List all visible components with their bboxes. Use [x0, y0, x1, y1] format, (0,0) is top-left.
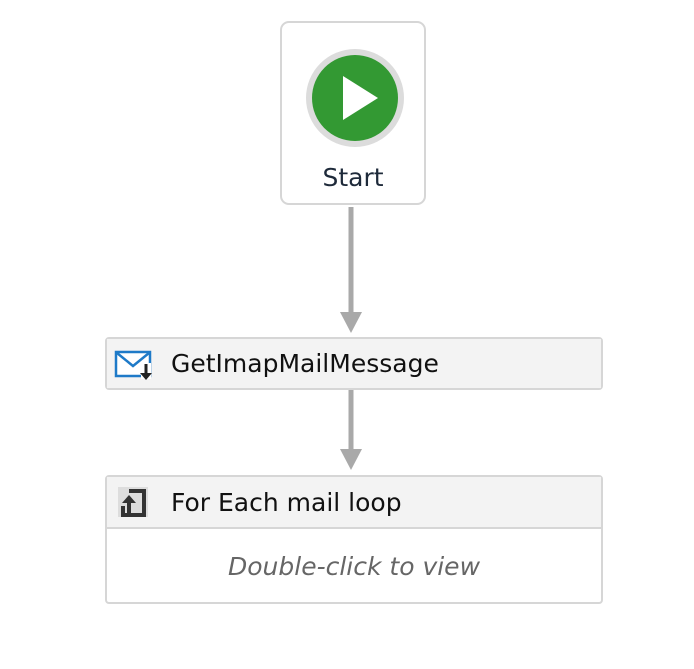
connector-getimap-to-foreach: [340, 389, 362, 470]
play-icon: [306, 49, 404, 147]
activity-foreach-mail-loop[interactable]: For Each mail loop Double-click to view: [105, 475, 603, 604]
start-label: Start: [322, 163, 384, 192]
activity-title: For Each mail loop: [171, 487, 402, 517]
start-node[interactable]: Start: [280, 21, 426, 205]
collapsed-body-hint[interactable]: Double-click to view: [107, 527, 601, 603]
connector-start-to-getimap: [340, 207, 362, 333]
activity-getimapmailmessage[interactable]: GetImapMailMessage: [105, 337, 603, 390]
mail-download-icon: [111, 346, 155, 382]
loop-icon: [111, 484, 155, 520]
activity-title: GetImapMailMessage: [171, 349, 439, 378]
